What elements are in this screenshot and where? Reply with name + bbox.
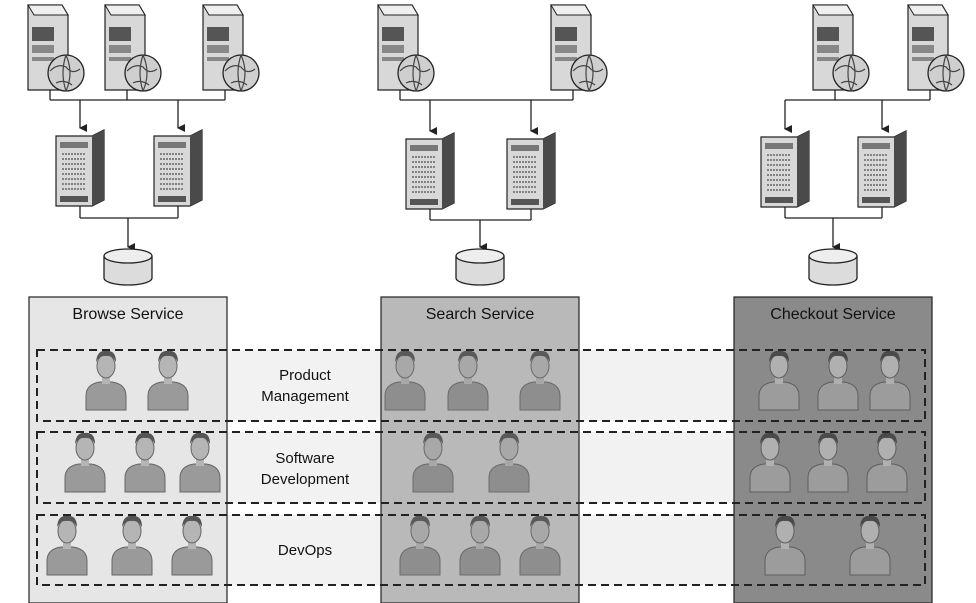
person-icon-product-checkout-3 — [869, 350, 911, 411]
browse-app-server-tower-icon-1 — [55, 129, 105, 207]
checkout-database-cylinder-icon — [808, 248, 858, 286]
person-icon-software-checkout-1 — [749, 432, 791, 493]
person-icon-software-browse-2 — [124, 432, 166, 493]
team-outline-product — [36, 349, 926, 422]
person-icon-software-checkout-2 — [807, 432, 849, 493]
checkout-app-server-tower-icon-1 — [760, 130, 810, 208]
devops-label: DevOps — [230, 540, 380, 561]
checkout-service-label: Checkout Service — [770, 306, 896, 323]
devops-label-line-1: DevOps — [277, 542, 333, 559]
checkout-app-server-tower-icon-2 — [857, 130, 907, 208]
person-icon-product-checkout-1 — [758, 350, 800, 411]
person-icon-devops-search-3 — [519, 515, 561, 576]
person-icon-devops-browse-1 — [46, 515, 88, 576]
person-icon-software-browse-1 — [64, 432, 106, 493]
person-icon-devops-browse-2 — [111, 515, 153, 576]
search-web-server-globe-icon-1 — [377, 4, 435, 92]
team-outline-software — [36, 431, 926, 504]
search-database-cylinder-icon — [455, 248, 505, 286]
person-icon-devops-checkout-2 — [849, 515, 891, 576]
software-development-label: Software Development — [230, 448, 380, 490]
person-icon-product-search-1 — [384, 350, 426, 411]
product-management-label: Product Management — [230, 365, 380, 407]
checkout-web-server-globe-icon-2 — [907, 4, 965, 92]
browse-database-cylinder-icon — [103, 248, 153, 286]
search-app-server-tower-icon-2 — [506, 132, 556, 210]
person-icon-product-checkout-2 — [817, 350, 859, 411]
person-icon-software-search-1 — [412, 432, 454, 493]
checkout-web-server-globe-icon-1 — [812, 4, 870, 92]
search-service-label: Search Service — [425, 306, 535, 323]
team-outline-devops — [36, 514, 926, 586]
browse-app-server-tower-icon-2 — [153, 129, 203, 207]
browse-web-server-globe-icon-1 — [27, 4, 85, 92]
person-icon-devops-checkout-1 — [764, 515, 806, 576]
person-icon-product-search-2 — [447, 350, 489, 411]
person-icon-product-browse-1 — [85, 350, 127, 411]
product-management-label-line-2: Management — [261, 388, 349, 405]
browse-web-server-globe-icon-2 — [104, 4, 162, 92]
person-icon-devops-search-1 — [399, 515, 441, 576]
person-icon-product-search-3 — [519, 350, 561, 411]
software-development-label-line-1: Software — [275, 450, 335, 467]
person-icon-software-search-2 — [488, 432, 530, 493]
person-icon-product-browse-2 — [147, 350, 189, 411]
search-app-server-tower-icon-1 — [405, 132, 455, 210]
person-icon-devops-search-2 — [459, 515, 501, 576]
person-icon-devops-browse-3 — [171, 515, 213, 576]
product-management-label-line-1: Product — [279, 367, 331, 384]
person-icon-software-checkout-3 — [866, 432, 908, 493]
browse-service-label: Browse Service — [72, 306, 184, 323]
browse-web-server-globe-icon-3 — [202, 4, 260, 92]
software-development-label-line-2: Development — [260, 471, 350, 488]
search-web-server-globe-icon-2 — [550, 4, 608, 92]
person-icon-software-browse-3 — [179, 432, 221, 493]
